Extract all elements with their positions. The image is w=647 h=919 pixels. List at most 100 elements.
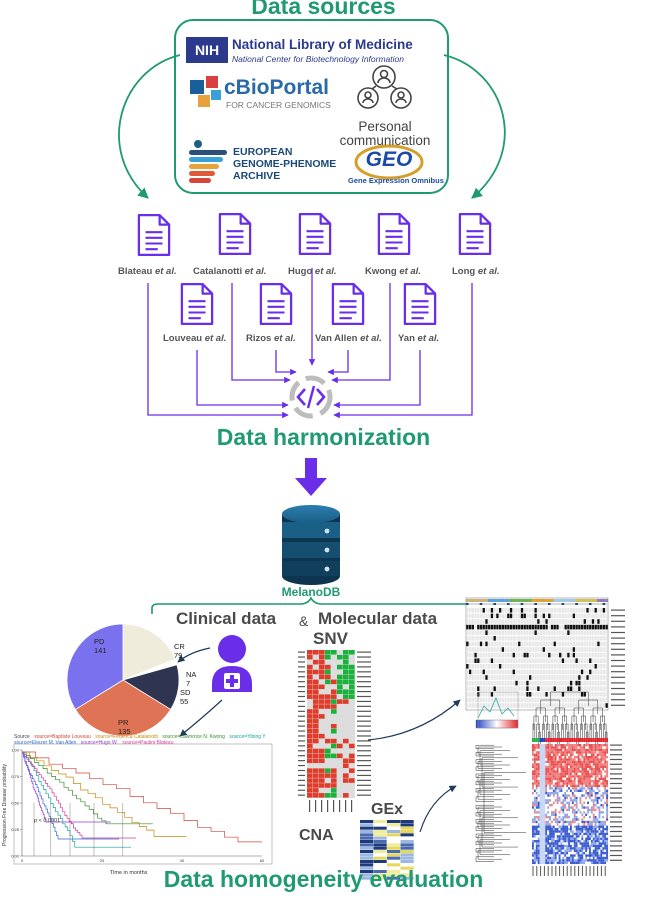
heatmap-cell: [543, 782, 546, 785]
heatmap-cell: [547, 763, 550, 766]
heatmap-cell: [598, 775, 601, 778]
heatmap-cell: [552, 794, 555, 797]
snv-cell: [313, 704, 319, 709]
oncoprint-cell: [559, 630, 562, 635]
heatmap-cell: [554, 842, 557, 845]
km-legend-item: source=Hugo W.: [80, 740, 118, 746]
heatmap-cell: [589, 799, 591, 802]
heatmap-cell: [606, 780, 609, 783]
oncoprint-cell: [580, 675, 584, 680]
oncoprint-cell: [512, 641, 515, 647]
heatmap-cell: [541, 820, 544, 824]
oncoprint-cell: [572, 630, 576, 635]
title-data-sources: Data sources: [251, 0, 396, 19]
heatmap-cell: [594, 837, 597, 841]
oncoprint-cell: [591, 619, 595, 624]
heatmap-cell: [560, 780, 563, 783]
heatmap-cell: [573, 832, 576, 836]
heatmap-cell: [545, 794, 548, 797]
heatmap-cell: [602, 763, 605, 766]
heatmap-cell: [571, 758, 574, 761]
heatmap-cell: [570, 772, 572, 776]
heatmap-cell: [549, 782, 552, 785]
oncoprint-cell: [488, 692, 491, 697]
oncoprint-cell: [471, 669, 474, 675]
oncoprint-gene-label-mark: [611, 676, 625, 678]
heatmap-cell: [594, 763, 597, 766]
oncoprint-cell: [539, 692, 543, 697]
oncoprint-cell: [564, 630, 567, 635]
heatmap-cell: [596, 818, 599, 821]
heatmap-cell: [589, 772, 591, 776]
heatmap-cell: [571, 837, 574, 841]
heatmap-cell: [590, 804, 593, 807]
heatmap-cell: [549, 753, 552, 757]
snv-cell: [343, 733, 349, 739]
heatmap-cell: [585, 813, 588, 817]
snv-cell: [343, 728, 349, 734]
oncoprint-cell: [575, 692, 578, 697]
oncoprint-cell: [591, 630, 595, 635]
dendrogram-branch: [477, 746, 502, 755]
oncoprint-cell: [600, 658, 603, 663]
heatmap-cell: [552, 780, 555, 783]
heatmap-cell: [560, 753, 563, 757]
oncoprint-cell: [504, 680, 507, 686]
heatmap-cell: [551, 820, 553, 824]
snv-cell: [343, 659, 349, 665]
oncoprint-cell: [586, 680, 589, 686]
heatmap-cell: [543, 768, 546, 771]
heatmap-cell: [602, 758, 605, 761]
oncoprint-cell: [493, 613, 496, 619]
oncoprint-annotation-cell: [537, 603, 540, 605]
oncoprint-cell: [591, 608, 595, 613]
snv-cell: [331, 704, 337, 709]
heatmap-cell: [581, 806, 584, 809]
heatmap-cell: [573, 772, 576, 776]
oncoprint-cell: [496, 686, 499, 691]
heatmap-cell: [573, 801, 576, 805]
km-xtick: 20: [100, 858, 105, 863]
heatmap-cell: [568, 792, 571, 795]
gex-cell: [387, 823, 401, 827]
snv-cell: [325, 763, 331, 768]
km-ytick: 1.00: [11, 748, 20, 753]
oncoprint-cell: [479, 692, 483, 697]
heatmap-cell: [556, 849, 559, 853]
oncoprint-cell: [518, 664, 521, 669]
snv-cell: [331, 763, 337, 768]
nih-badge-text: NIH: [194, 42, 220, 58]
heatmap-cell: [566, 840, 569, 843]
oncoprint-cell: [548, 675, 551, 680]
heatmap-cell: [570, 789, 572, 793]
heatmap-cell: [539, 801, 542, 805]
heatmap-cell: [543, 753, 546, 757]
heatmap-cell: [547, 765, 550, 769]
snv-cell: [325, 793, 331, 798]
oncoprint-cell: [515, 692, 518, 697]
heatmap-cell: [587, 801, 590, 805]
heatmap-cell: [583, 840, 586, 843]
heatmap-cell: [541, 816, 544, 819]
heatmap-cell: [590, 792, 593, 795]
oncoprint-cell: [589, 675, 592, 680]
heatmap-cell: [598, 801, 601, 805]
heatmap-cell: [554, 828, 557, 831]
heatmap-cell: [587, 849, 590, 853]
oncoprint-cell: [605, 641, 608, 647]
oncoprint-cell: [501, 664, 505, 669]
heatmap-cell: [590, 832, 593, 836]
heatmap-cell: [552, 835, 555, 838]
snv-cell: [343, 738, 349, 744]
oncoprint-cell: [468, 658, 472, 663]
heatmap-cell: [558, 828, 561, 831]
heatmap-cell: [606, 854, 609, 857]
heatmap-cell: [585, 772, 588, 776]
heatmap-cell: [570, 758, 572, 761]
heatmap-cell: [581, 804, 584, 807]
heatmap-cell: [585, 837, 588, 841]
heatmap-cell: [532, 756, 534, 759]
snv-cell: [337, 704, 343, 709]
heatmap-cell: [535, 830, 538, 833]
oncoprint-cell: [589, 641, 592, 647]
